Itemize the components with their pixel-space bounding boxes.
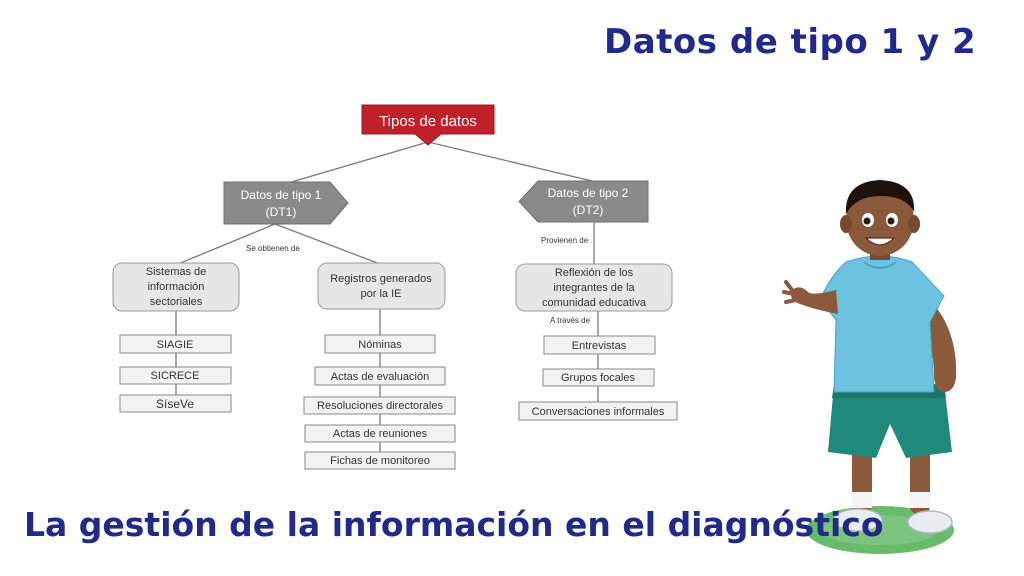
sistemas-node: Sistemas de información sectoriales bbox=[112, 262, 240, 312]
reflexion-node: Reflexión de los integrantes de la comun… bbox=[515, 263, 673, 312]
sistemas-item: SICRECE bbox=[151, 370, 200, 382]
registros-node: Registros generados por la IE bbox=[317, 262, 446, 310]
dt2-line2: (DT2) bbox=[573, 203, 604, 217]
connectors bbox=[175, 141, 599, 452]
reflexion-item: Grupos focales bbox=[561, 372, 635, 384]
registros-item: Actas de reuniones bbox=[333, 428, 428, 440]
sistemas-items: SIAGIE SICRECE SíseVe bbox=[119, 334, 232, 413]
dt1-node: Datos de tipo 1 (DT1) bbox=[223, 181, 349, 225]
dt2-line1: Datos de tipo 2 bbox=[548, 186, 629, 200]
registros-item: Actas de evaluación bbox=[331, 371, 429, 383]
reflexion-items: Entrevistas Grupos focales Conversacione… bbox=[518, 335, 678, 421]
sistemas-item: SIAGIE bbox=[157, 339, 194, 351]
label-a-traves: A través de bbox=[550, 316, 591, 325]
reflexion-line3: comunidad educativa bbox=[542, 297, 647, 309]
dt2-node: Datos de tipo 2 (DT2) bbox=[518, 180, 649, 223]
boy-pointing-illustration bbox=[782, 180, 957, 554]
reflexion-item: Conversaciones informales bbox=[532, 406, 665, 418]
footer-title: La gestión de la información en el diagn… bbox=[24, 505, 884, 544]
sistemas-item: SíseVe bbox=[156, 397, 194, 411]
sistemas-line3: sectoriales bbox=[150, 296, 203, 308]
registros-item: Nóminas bbox=[358, 339, 402, 351]
sistemas-line1: Sistemas de bbox=[146, 266, 207, 278]
reflexion-line1: Reflexión de los bbox=[555, 267, 634, 279]
reflexion-item: Entrevistas bbox=[572, 340, 627, 352]
registros-line1: Registros generados bbox=[330, 273, 432, 285]
root-node: Tipos de datos bbox=[361, 104, 495, 146]
root-label: Tipos de datos bbox=[379, 113, 477, 130]
label-provienen: Provienen de bbox=[541, 236, 589, 245]
registros-items: Nóminas Actas de evaluación Resoluciones… bbox=[303, 334, 456, 470]
label-se-obtienen: Se obtienen de bbox=[246, 244, 300, 253]
registros-item: Fichas de monitoreo bbox=[330, 455, 430, 467]
registros-line2: por la IE bbox=[361, 288, 402, 300]
dt1-line2: (DT1) bbox=[266, 205, 297, 219]
reflexion-line2: integrantes de la bbox=[553, 282, 635, 294]
page-title: Datos de tipo 1 y 2 bbox=[604, 22, 977, 62]
dt1-line1: Datos de tipo 1 bbox=[241, 188, 322, 202]
registros-item: Resoluciones directorales bbox=[317, 400, 443, 412]
sistemas-line2: información bbox=[148, 281, 205, 293]
